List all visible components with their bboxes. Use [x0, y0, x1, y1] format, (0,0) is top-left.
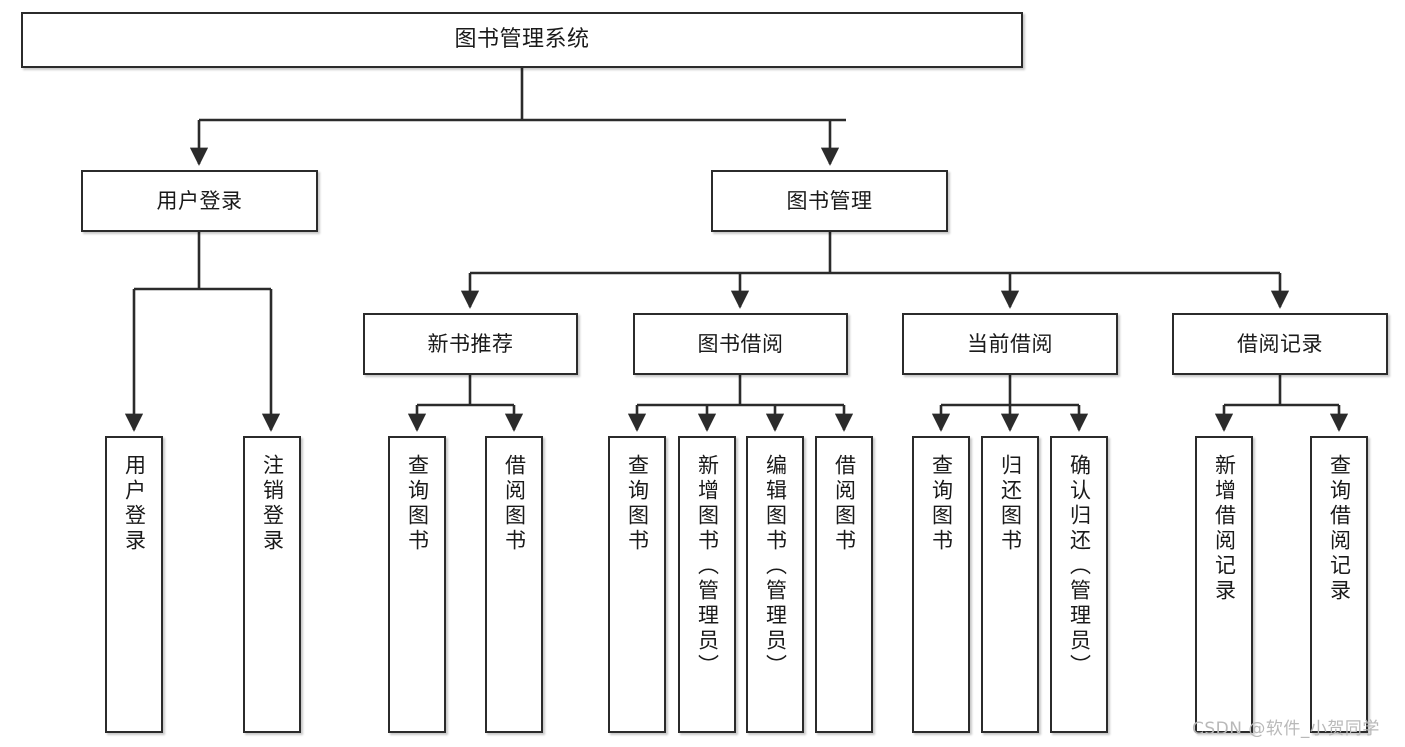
node-label: 查询借阅记录 [1327, 454, 1352, 604]
node-leaf-logout[interactable]: 注销登录 [243, 436, 301, 733]
node-label: 归还图书 [998, 454, 1023, 554]
node-new-book-recommend[interactable]: 新书推荐 [363, 313, 578, 375]
node-book-borrow[interactable]: 图书借阅 [633, 313, 848, 375]
node-label: 图书借阅 [697, 331, 784, 356]
node-label: 新增图书（管理员） [695, 454, 720, 679]
node-root-book-management-system[interactable]: 图书管理系统 [21, 12, 1023, 68]
node-label: 新书推荐 [427, 331, 514, 356]
node-label: 查询图书 [405, 454, 430, 554]
node-leaf-return-book[interactable]: 归还图书 [981, 436, 1039, 733]
node-borrow-record[interactable]: 借阅记录 [1172, 313, 1388, 375]
node-label: 借阅图书 [832, 454, 857, 554]
node-leaf-add-borrow-record[interactable]: 新增借阅记录 [1195, 436, 1253, 733]
node-leaf-query-book-current[interactable]: 查询图书 [912, 436, 970, 733]
node-label: 查询图书 [929, 454, 954, 554]
node-leaf-borrow-book[interactable]: 借阅图书 [815, 436, 873, 733]
node-label: 注销登录 [260, 454, 285, 554]
node-label: 当前借阅 [967, 331, 1053, 356]
node-leaf-add-book-admin[interactable]: 新增图书（管理员） [678, 436, 736, 733]
node-label: 图书管理 [786, 188, 873, 213]
node-leaf-query-book-recommend[interactable]: 查询图书 [388, 436, 446, 733]
csdn-watermark: CSDN @软件_小贺同学 [1192, 719, 1380, 739]
node-label: 借阅图书 [502, 454, 527, 554]
node-current-borrow[interactable]: 当前借阅 [902, 313, 1118, 375]
node-leaf-edit-book-admin[interactable]: 编辑图书（管理员） [746, 436, 804, 733]
node-label: 新增借阅记录 [1212, 454, 1237, 604]
node-label: 编辑图书（管理员） [763, 454, 788, 679]
node-label: 确认归还（管理员） [1067, 454, 1092, 679]
node-label: 借阅记录 [1237, 331, 1323, 356]
node-label: 查询图书 [625, 454, 650, 554]
node-label: 图书管理系统 [454, 27, 590, 53]
node-book-management[interactable]: 图书管理 [711, 170, 948, 232]
node-leaf-confirm-return-admin[interactable]: 确认归还（管理员） [1050, 436, 1108, 733]
node-label: 用户登录 [156, 188, 243, 213]
node-leaf-borrow-book-recommend[interactable]: 借阅图书 [485, 436, 543, 733]
node-leaf-user-login[interactable]: 用户登录 [105, 436, 163, 733]
node-leaf-query-borrow-record[interactable]: 查询借阅记录 [1310, 436, 1368, 733]
node-user-login[interactable]: 用户登录 [81, 170, 318, 232]
node-leaf-query-book-borrow[interactable]: 查询图书 [608, 436, 666, 733]
node-label: 用户登录 [122, 454, 147, 554]
